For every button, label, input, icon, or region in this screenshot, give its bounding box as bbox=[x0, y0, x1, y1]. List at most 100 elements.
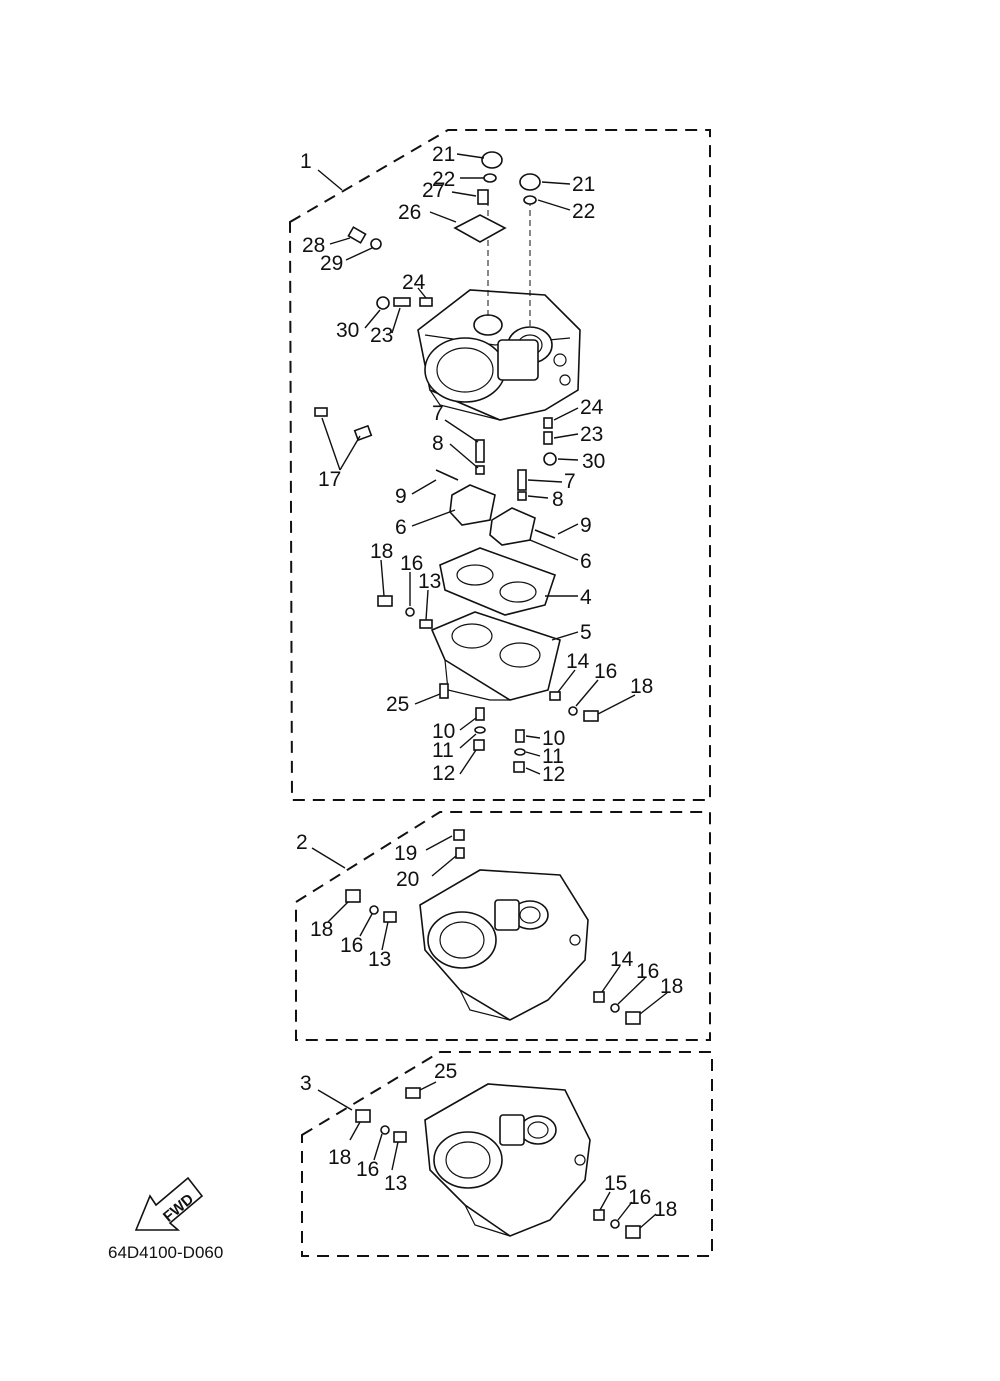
screw-21b-icon bbox=[519, 173, 541, 191]
callout-27: 27 bbox=[422, 179, 445, 202]
callout-17: 17 bbox=[318, 468, 341, 491]
callout-20: 20 bbox=[396, 868, 419, 891]
washer-16-icon bbox=[405, 607, 415, 617]
plug-12-icon bbox=[473, 739, 485, 751]
screw-15-icon bbox=[593, 1209, 605, 1221]
callout-13: 13 bbox=[418, 570, 441, 593]
callout-6: 6 bbox=[395, 516, 407, 539]
callout-18d: 18 bbox=[660, 975, 683, 998]
carburetor-body-icon bbox=[417, 289, 581, 421]
assembly-3-dashed-border bbox=[301, 1051, 713, 1257]
callout-13e: 13 bbox=[384, 1172, 407, 1195]
callout-6b: 6 bbox=[580, 550, 592, 573]
washer-11-icon bbox=[474, 726, 486, 734]
screw-23-icon bbox=[393, 297, 411, 307]
screw-21-icon bbox=[481, 151, 503, 169]
plug-18c-icon bbox=[345, 889, 361, 903]
cap-30b-icon bbox=[543, 452, 557, 466]
screw-28-icon bbox=[347, 226, 367, 244]
callout-15: 15 bbox=[604, 1172, 627, 1195]
callout-7: 7 bbox=[432, 402, 444, 425]
callout-10b: 10 bbox=[542, 727, 565, 750]
plug-18e-icon bbox=[355, 1109, 371, 1123]
spring-24b-icon bbox=[543, 417, 553, 429]
callout-18e: 18 bbox=[328, 1146, 351, 1169]
jet-27-icon bbox=[477, 189, 489, 205]
float-chamber-5-icon bbox=[430, 611, 561, 701]
washer-22b-icon bbox=[523, 195, 537, 205]
callout-21b: 21 bbox=[572, 173, 595, 196]
callout-8: 8 bbox=[432, 432, 444, 455]
assembly-3-group: 3 25 18 16 13 15 16 18 bbox=[300, 1051, 713, 1257]
plate-26-icon bbox=[453, 214, 507, 243]
jet-10-icon bbox=[475, 707, 485, 721]
washer-11b-icon bbox=[514, 748, 526, 756]
callout-9: 9 bbox=[395, 485, 407, 508]
screw-25c-icon bbox=[405, 1087, 421, 1099]
assembly-1-label: 1 bbox=[300, 150, 312, 173]
callout-24: 24 bbox=[402, 271, 426, 294]
screw-23b-icon bbox=[543, 431, 553, 445]
carburetor-assembly-2-icon bbox=[419, 869, 589, 1021]
callout-14c: 14 bbox=[610, 948, 634, 971]
callout-13c: 13 bbox=[368, 948, 391, 971]
spring-20-icon bbox=[455, 847, 465, 859]
needle-7-icon bbox=[475, 439, 485, 463]
callout-23: 23 bbox=[370, 324, 393, 347]
jet-10b-icon bbox=[515, 729, 525, 743]
seat-8b-icon bbox=[517, 491, 527, 501]
callout-16f: 16 bbox=[628, 1186, 651, 1209]
assembly-1-group: 1 bbox=[288, 129, 711, 801]
callout-5: 5 bbox=[580, 621, 592, 644]
plug-18-icon bbox=[377, 595, 393, 607]
callout-24b: 24 bbox=[580, 396, 604, 419]
callout-18b: 18 bbox=[630, 675, 653, 698]
callout-12: 12 bbox=[432, 762, 455, 785]
callout-29: 29 bbox=[320, 252, 343, 275]
float-6-icon bbox=[449, 484, 496, 526]
screw-17a-icon bbox=[314, 407, 328, 417]
callout-18c: 18 bbox=[310, 918, 333, 941]
callout-4: 4 bbox=[580, 586, 592, 609]
screw-13c-icon bbox=[383, 911, 397, 923]
callout-8b: 8 bbox=[552, 488, 564, 511]
callout-16d: 16 bbox=[636, 960, 659, 983]
washer-16b-icon bbox=[568, 706, 578, 716]
screw-19-icon bbox=[453, 829, 465, 841]
callout-26: 26 bbox=[398, 201, 421, 224]
washer-16c-icon bbox=[369, 905, 379, 915]
assembly-1-dashed-border bbox=[288, 129, 711, 801]
assembly-3-label: 3 bbox=[300, 1072, 312, 1095]
callout-16: 16 bbox=[400, 552, 423, 575]
pin-9b-icon bbox=[534, 529, 556, 539]
plug-12b-icon bbox=[513, 761, 525, 773]
callout-16e: 16 bbox=[356, 1158, 379, 1181]
plug-18f-icon bbox=[625, 1225, 641, 1239]
spring-24-icon bbox=[419, 297, 433, 307]
screw-14-icon bbox=[549, 691, 561, 701]
callout-21: 21 bbox=[432, 143, 455, 166]
screw-14c-icon bbox=[593, 991, 605, 1003]
callout-25c: 25 bbox=[434, 1060, 457, 1083]
carburetor-assembly-3-icon bbox=[424, 1083, 591, 1237]
gasket-4-icon bbox=[439, 547, 557, 616]
callout-30: 30 bbox=[336, 319, 359, 342]
washer-29-icon bbox=[370, 238, 382, 250]
screw-13e-icon bbox=[393, 1131, 407, 1143]
needle-7b-icon bbox=[517, 469, 527, 491]
seat-8-icon bbox=[475, 465, 485, 475]
callout-22b: 22 bbox=[572, 200, 595, 223]
washer-16e-icon bbox=[380, 1125, 390, 1135]
plug-18d-icon bbox=[625, 1011, 641, 1025]
callout-19: 19 bbox=[394, 842, 417, 865]
callout-18: 18 bbox=[370, 540, 393, 563]
washer-16f-icon bbox=[610, 1219, 620, 1229]
assembly-2-label: 2 bbox=[296, 831, 308, 854]
screw-17b-icon bbox=[353, 424, 373, 442]
pin-9-icon bbox=[435, 469, 459, 481]
assembly-2-group: 2 19 20 18 16 13 14 16 bbox=[295, 811, 711, 1041]
callout-14: 14 bbox=[566, 650, 590, 673]
callout-12b: 12 bbox=[542, 763, 565, 786]
screw-25-icon bbox=[439, 683, 449, 699]
